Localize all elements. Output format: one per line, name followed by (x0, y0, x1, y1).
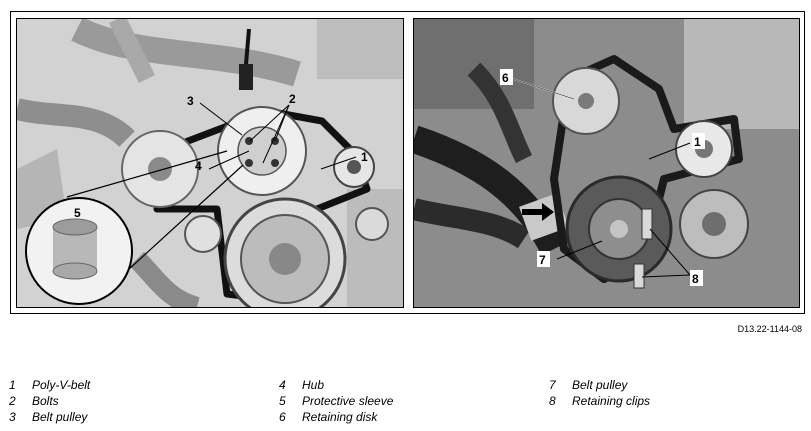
callout-8: 8 (692, 272, 699, 286)
figure-frame: 1 2 3 4 5 (10, 11, 805, 314)
callout-2: 2 (289, 92, 296, 106)
hub (237, 126, 287, 176)
arrow-icon (522, 203, 554, 221)
retaining-clip (633, 263, 645, 289)
idler-pulley (184, 215, 222, 253)
intake-hose (71, 19, 301, 87)
callout-4: 4 (195, 159, 202, 173)
right-photo: 1 6 7 8 (413, 18, 800, 308)
bolt (271, 159, 279, 167)
left-illustration: 1 2 3 4 5 (16, 18, 404, 308)
callout-7: 7 (539, 253, 546, 267)
bolt (245, 137, 253, 145)
retaining-clip (641, 208, 653, 240)
right-engine-photo: 1 6 7 8 (414, 19, 799, 307)
callout-1: 1 (694, 135, 701, 149)
figure-id: D13.22-1144-08 (737, 324, 802, 334)
callout-1: 1 (361, 150, 368, 164)
bolt (245, 159, 253, 167)
callout-3: 3 (187, 94, 194, 108)
left-engine-drawing: 1 2 3 4 5 (17, 19, 403, 307)
callout-5: 5 (74, 206, 81, 220)
sensor (239, 64, 253, 90)
callout-6: 6 (502, 71, 509, 85)
